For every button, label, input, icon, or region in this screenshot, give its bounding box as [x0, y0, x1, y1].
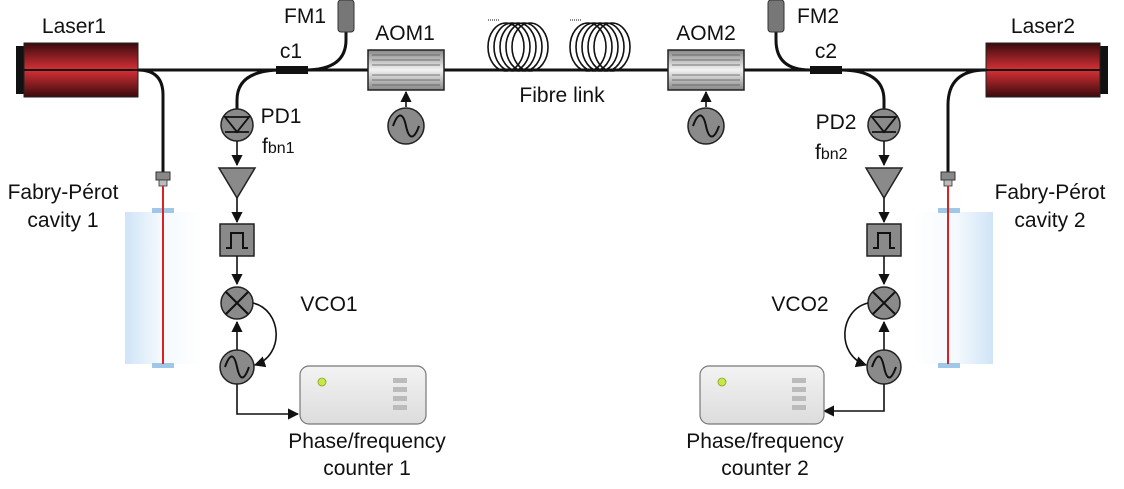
pd1-beat-label: fbn1: [262, 135, 295, 158]
c1-pd1-fibre: [235, 68, 283, 110]
aom2-label: AOM2: [676, 22, 736, 45]
laser2: Laser2: [985, 15, 1108, 98]
aom-1: AOM1: [367, 22, 445, 145]
cavity2-label-line2: cavity 2: [1014, 209, 1085, 232]
vco2-feedback-arrow: [844, 302, 869, 368]
filter-1: [219, 223, 255, 257]
vco-2: [866, 349, 902, 385]
fm1-label: FM1: [284, 5, 326, 28]
faraday-mirror-1: FM1: [284, 0, 355, 33]
photodiode-2: [867, 108, 901, 142]
pd2-beat-main: f: [815, 141, 821, 164]
aom1-label: AOM1: [375, 22, 435, 45]
vco1-feedback-arrow: [252, 302, 277, 368]
cavity1-label-line2: cavity 1: [27, 209, 98, 232]
photodiode-1: [220, 108, 254, 142]
pd1-label: PD1: [261, 105, 302, 128]
c2-pd2-fibre: [839, 68, 886, 110]
fm1-fibre: [304, 30, 348, 72]
pd2-label: PD2: [816, 111, 857, 134]
aom2-rf-source: [687, 107, 725, 145]
cavity2-label-line1: Fabry-Pérot: [995, 181, 1106, 204]
laser1: Laser1: [16, 15, 139, 98]
mixer-1: [220, 286, 254, 320]
counter-2: Phase/frequency counter 2: [686, 365, 844, 480]
fm2-label: FM2: [797, 5, 839, 28]
vco-1: [219, 349, 255, 385]
amplifier-1: [217, 167, 257, 200]
vco1-label: VCO1: [300, 293, 357, 316]
pd2-beat-sub: bn2: [821, 146, 848, 163]
fm2-fibre: [774, 30, 811, 72]
pd2-beat-label: fbn2: [815, 141, 848, 164]
fibre-link-label: Fibre link: [519, 84, 605, 107]
cavity1-label-line1: Fabry-Pérot: [8, 181, 119, 204]
servo-chain-1: PD1 fbn1 VCO1: [217, 105, 358, 420]
counter2-label-line2: counter 2: [721, 457, 809, 480]
vco2-to-counter: [822, 384, 885, 417]
filter-2: [866, 223, 902, 257]
aom-2: AOM2: [667, 22, 745, 145]
c1-label: c1: [280, 40, 302, 63]
pd1-beat-sub: bn1: [268, 140, 295, 157]
faraday-mirror-2: FM2: [767, 0, 839, 33]
mixer-2: [867, 286, 901, 320]
amplifier-2: [864, 167, 904, 200]
laser1-label: Laser1: [42, 15, 106, 38]
cavity-2: Fabry-Pérot cavity 2: [913, 171, 1106, 368]
vco1-to-counter: [236, 384, 300, 420]
fibre-spool: [487, 19, 631, 72]
pd1-beat-main: f: [262, 135, 268, 158]
counter2-label-line1: Phase/frequency: [686, 430, 844, 453]
laser2-label: Laser2: [1011, 15, 1075, 38]
aom1-rf-source: [387, 107, 425, 145]
servo-chain-2: PD2 fbn2 VCO2: [771, 108, 904, 417]
coupler-2: c2: [810, 40, 842, 74]
laser1-cavity-fibre: [137, 68, 165, 172]
counter-1: Phase/frequency counter 1: [288, 365, 446, 480]
coupler-1: c1: [276, 40, 308, 74]
counter1-label-line1: Phase/frequency: [288, 430, 446, 453]
vco2-label: VCO2: [771, 293, 828, 316]
laser2-cavity-fibre: [946, 68, 987, 172]
counter1-label-line2: counter 1: [323, 457, 411, 480]
cavity-1: Fabry-Pérot cavity 1: [8, 171, 203, 368]
c2-label: c2: [815, 40, 837, 63]
